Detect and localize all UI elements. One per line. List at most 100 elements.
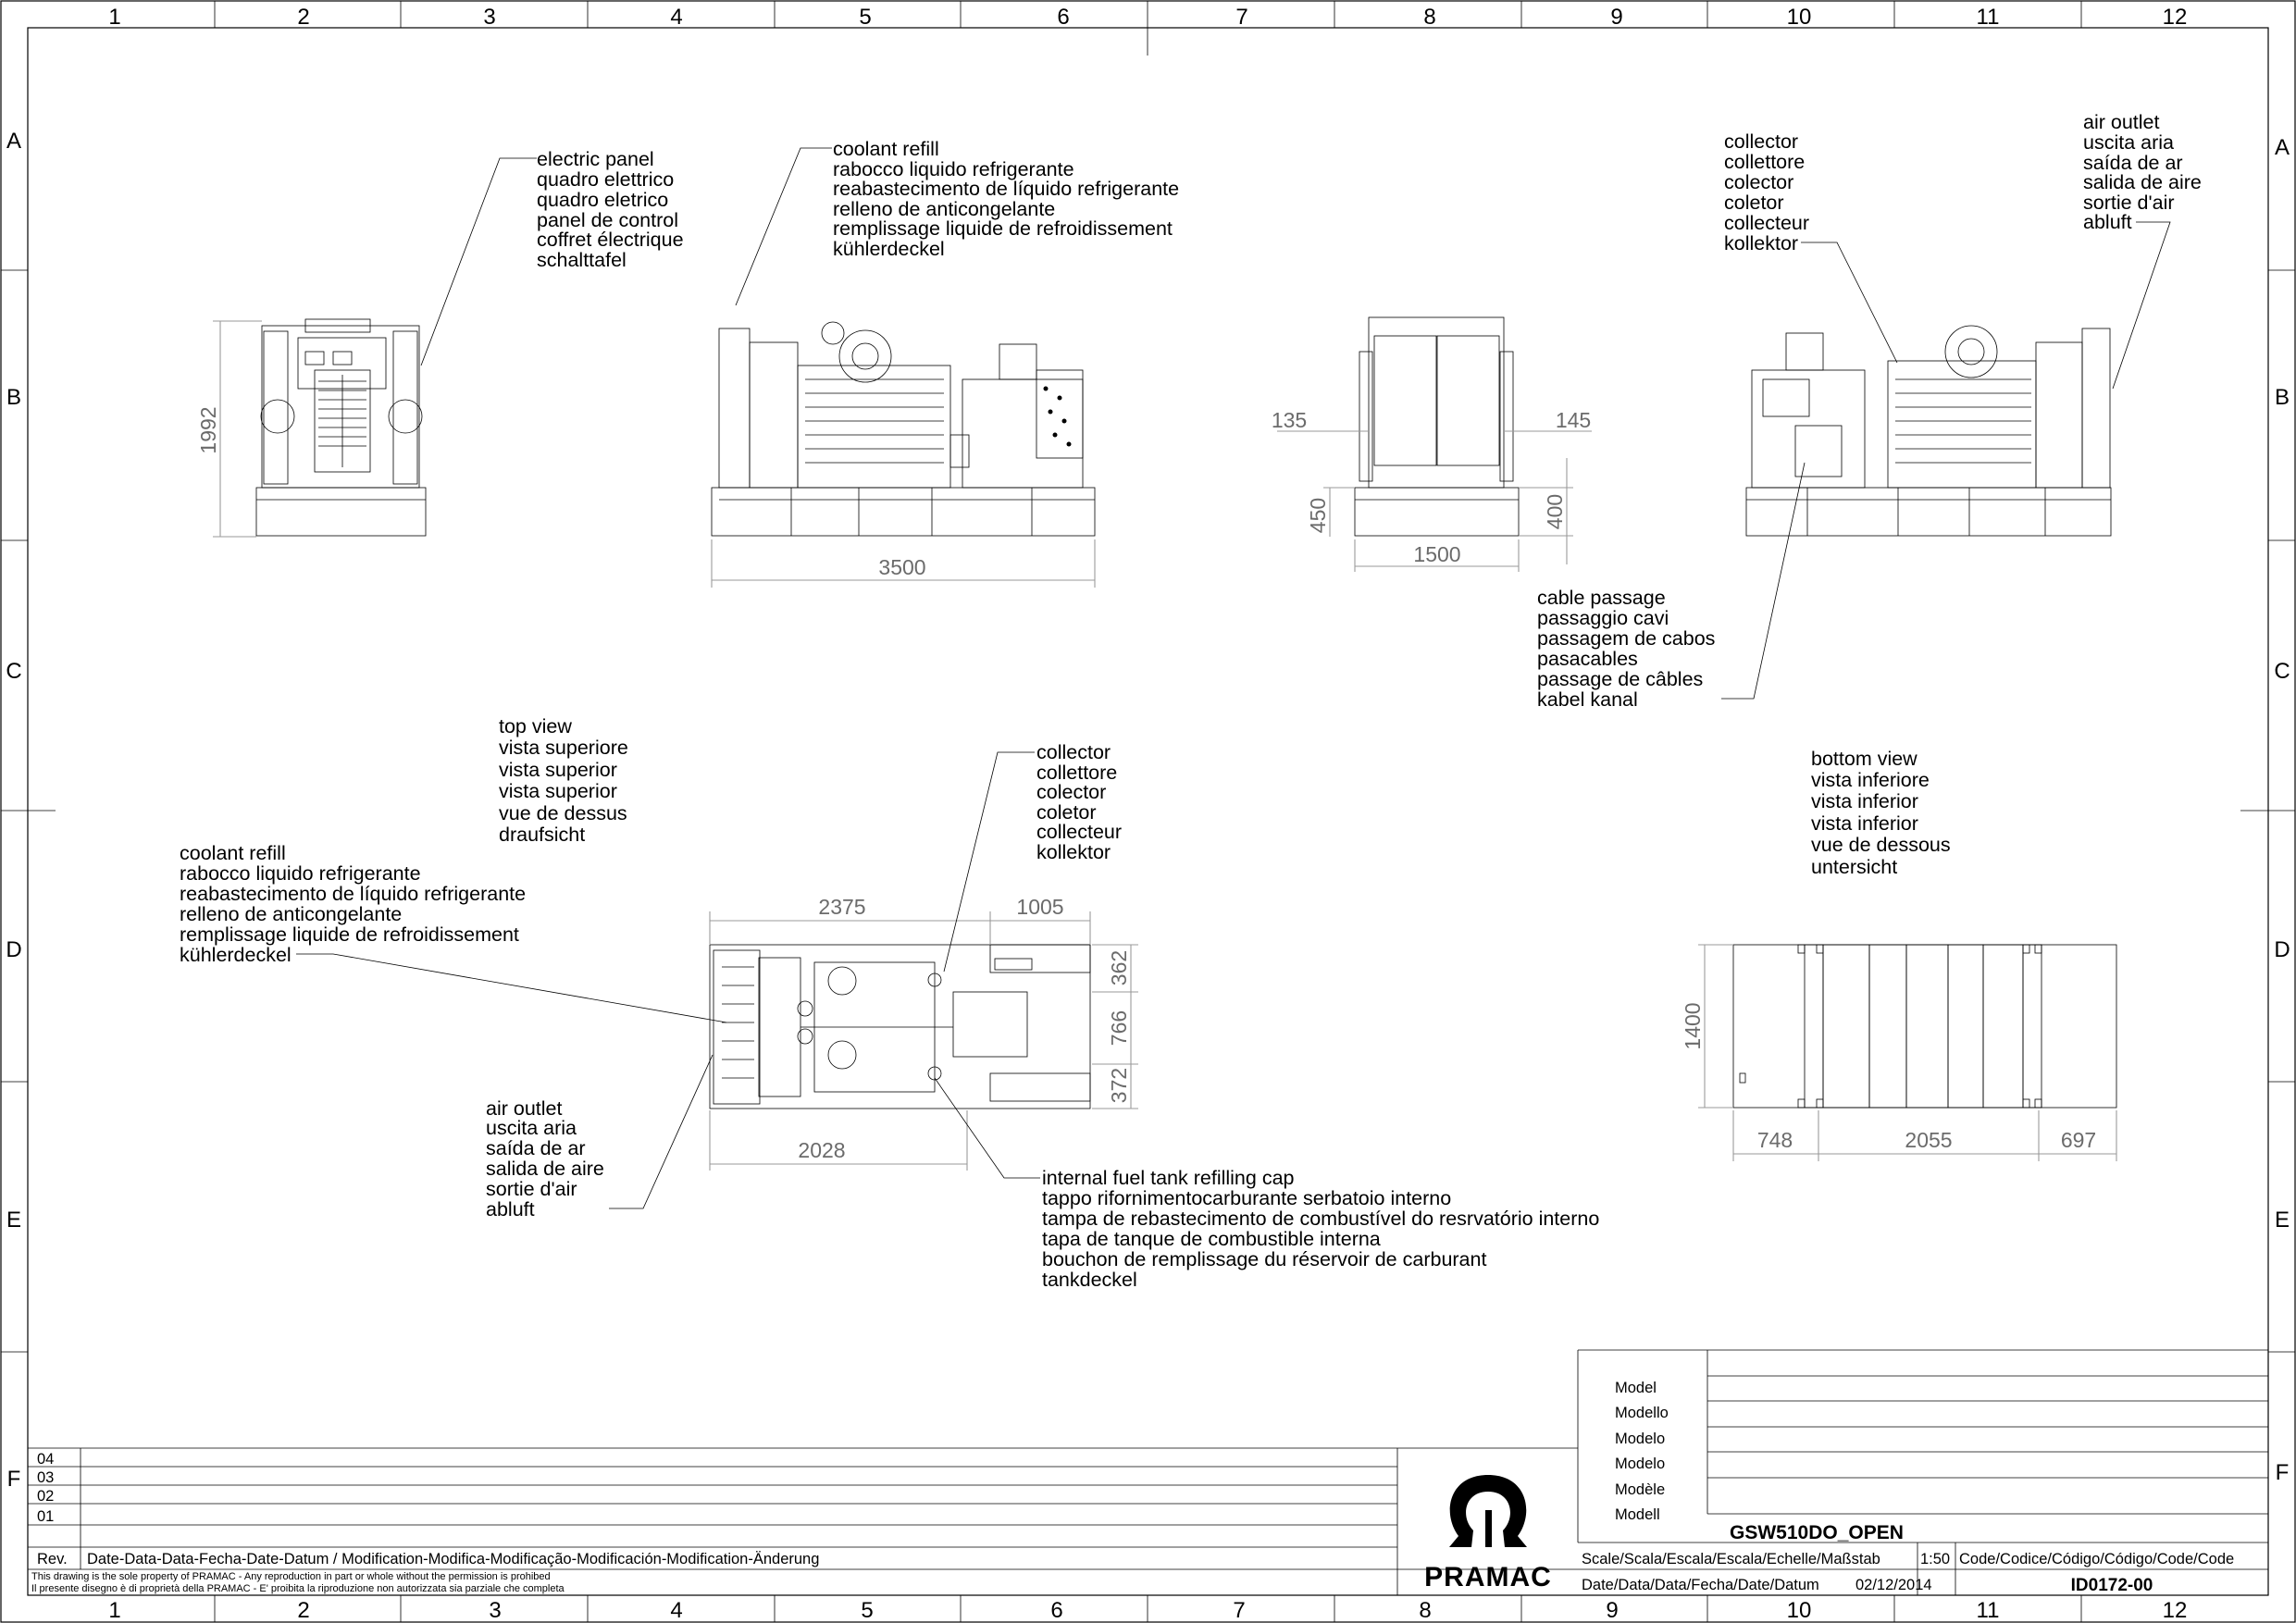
grid-col-10: 10 xyxy=(1787,5,1812,30)
grid-row-b: B xyxy=(6,385,21,410)
grid-col-1: 1 xyxy=(108,5,120,30)
scale-label: Scale/Scala/Escala/Escala/Echelle/Maßsta… xyxy=(1582,1551,1880,1567)
callout-air-outlet: air outlet uscita aria saída de ar salid… xyxy=(2083,111,2202,390)
coolant-refill-line-6: kühlerdeckel xyxy=(833,238,945,260)
grid-col-6-bottom: 6 xyxy=(1050,1598,1062,1623)
scale-value: 1:50 xyxy=(1920,1551,1950,1567)
model-label-pt: Modelo xyxy=(1615,1431,1665,1447)
grid-col-4: 4 xyxy=(670,5,682,30)
grid-row-d-right: D xyxy=(2274,937,2290,962)
collector-line-4: coletor xyxy=(1724,192,1784,214)
grid-col-1-bottom: 1 xyxy=(108,1598,120,1623)
dim-362: 362 xyxy=(1107,950,1131,985)
dim-2028: 2028 xyxy=(798,1138,845,1162)
dim-1400: 1400 xyxy=(1681,1002,1705,1049)
grid-col-11: 11 xyxy=(1977,5,2000,30)
dim-rear: 135 145 450 400 1500 xyxy=(1272,408,1592,572)
top-view-line-5: vue de dessus xyxy=(499,802,627,824)
date-label: Date/Data/Data/Fecha/Date/Datum xyxy=(1582,1577,1819,1593)
grid-col-9: 9 xyxy=(1610,5,1622,30)
top-view-title: top view vista superiore vista superior … xyxy=(499,715,628,846)
revision-04: 04 xyxy=(37,1451,54,1468)
coolant-refill-top-line-1: coolant refill xyxy=(180,842,286,864)
callout-cable-passage: cable passage passaggio cavi passagem de… xyxy=(1537,462,1806,711)
collector-top-line-1: collector xyxy=(1036,741,1111,763)
air-outlet-top-line-2: uscita aria xyxy=(486,1117,577,1139)
collector-line-2: collettore xyxy=(1724,151,1805,173)
bottom-view-line-1: bottom view xyxy=(1811,748,1917,770)
dim-400: 400 xyxy=(1543,494,1567,529)
grid-row-d: D xyxy=(6,937,21,962)
top-view-line-2: vista superiore xyxy=(499,737,628,759)
revision-02: 02 xyxy=(37,1488,54,1505)
coolant-refill-line-1: coolant refill xyxy=(833,138,939,160)
coolant-refill-top-line-5: remplissage liquide de refroidissement xyxy=(180,923,519,946)
model-value: GSW510DO_OPEN xyxy=(1730,1522,1904,1543)
top-view-line-4: vista superior xyxy=(499,780,617,802)
bottom-view-line-2: vista inferiore xyxy=(1811,769,1930,791)
top-view-line-1: top view xyxy=(499,715,572,737)
callout-fuel-cap: internal fuel tank refilling cap tappo r… xyxy=(934,1077,1599,1291)
side-view-drawing xyxy=(711,321,1096,537)
model-label-es: Modelo xyxy=(1615,1456,1665,1472)
dim-top-view: 2375 1005 362 766 372 2028 xyxy=(709,895,1138,1171)
electric-panel-line-2: quadro elettrico xyxy=(537,168,674,191)
electric-panel-line-3: quadro eletrico xyxy=(537,189,668,211)
air-outlet-line-2: uscita aria xyxy=(2083,131,2174,154)
dim-697: 697 xyxy=(2061,1128,2096,1152)
air-outlet-top-line-6: abluft xyxy=(486,1198,535,1220)
air-outlet-line-6: abluft xyxy=(2083,211,2132,233)
dim-3500: 3500 xyxy=(878,555,925,579)
grid-col-9-bottom: 9 xyxy=(1606,1598,1618,1623)
collector-line-3: colector xyxy=(1724,171,1793,193)
grid-col-2-bottom: 2 xyxy=(297,1598,309,1623)
fuel-cap-line-3: tampa de rebastecimento de combustível d… xyxy=(1042,1208,1599,1230)
disclaimer-it: Il presente disegno è di proprietà della… xyxy=(31,1583,565,1594)
coolant-refill-line-4: relleno de anticongelante xyxy=(833,198,1055,220)
rev-header: Date-Data-Data-Fecha-Date-Datum / Modifi… xyxy=(87,1551,819,1567)
dim-height-front: 1992 xyxy=(196,320,262,538)
dim-145: 145 xyxy=(1556,408,1591,432)
cable-passage-line-4: pasacables xyxy=(1537,648,1638,670)
electric-panel-line-1: electric panel xyxy=(537,148,654,170)
brand-name: PRAMAC xyxy=(1424,1562,1552,1592)
coolant-refill-top-line-6: kühlerdeckel xyxy=(180,944,292,966)
coolant-refill-line-3: reabastecimento de líquido refrigerante xyxy=(833,178,1179,200)
callout-electric-panel: electric panel quadro elettrico quadro e… xyxy=(420,148,684,366)
electric-panel-line-5: coffret électrique xyxy=(537,229,684,251)
top-view-line-6: draufsicht xyxy=(499,824,585,846)
date-value: 02/12/2014 xyxy=(1855,1577,1932,1593)
callout-collector-top: collector collettore colector coletor co… xyxy=(943,741,1122,973)
grid-row-a-right: A xyxy=(2275,135,2290,160)
air-outlet-top-line-1: air outlet xyxy=(486,1097,562,1120)
dim-748: 748 xyxy=(1757,1128,1793,1152)
coolant-refill-top-line-2: rabocco liquido refrigerante xyxy=(180,862,421,885)
grid-row-a: A xyxy=(6,129,21,154)
grid-col-7: 7 xyxy=(1235,5,1247,30)
coolant-refill-top-line-4: relleno de anticongelante xyxy=(180,903,402,925)
collector-line-1: collector xyxy=(1724,130,1798,153)
grid-col-12-bottom: 12 xyxy=(2163,1598,2188,1623)
fuel-cap-line-6: tankdeckel xyxy=(1042,1269,1137,1291)
dim-450: 450 xyxy=(1306,498,1330,533)
callout-collector: collector collettore colector coletor co… xyxy=(1724,130,1898,364)
grid-col-7-bottom: 7 xyxy=(1233,1598,1245,1623)
electric-panel-line-6: schalttafel xyxy=(537,249,627,271)
collector-top-line-6: kollektor xyxy=(1036,841,1111,863)
grid-row-e: E xyxy=(6,1208,21,1233)
revision-03: 03 xyxy=(37,1469,54,1486)
collector-top-line-2: collettore xyxy=(1036,762,1117,784)
grid-col-2: 2 xyxy=(297,5,309,30)
dim-bottom-view: 1400 748 2055 697 xyxy=(1681,944,2117,1161)
dim-1992: 1992 xyxy=(196,406,220,453)
grid-col-10-bottom: 10 xyxy=(1787,1598,1812,1623)
grid-col-4-bottom: 4 xyxy=(670,1598,682,1623)
grid-col-8-bottom: 8 xyxy=(1419,1598,1431,1623)
cable-passage-line-6: kabel kanal xyxy=(1537,688,1638,711)
front-view-drawing xyxy=(255,318,427,537)
fuel-cap-line-1: internal fuel tank refilling cap xyxy=(1042,1167,1295,1189)
dim-2055: 2055 xyxy=(1905,1128,1952,1152)
dim-372: 372 xyxy=(1107,1068,1131,1103)
cable-passage-line-3: passagem de cabos xyxy=(1537,627,1715,650)
